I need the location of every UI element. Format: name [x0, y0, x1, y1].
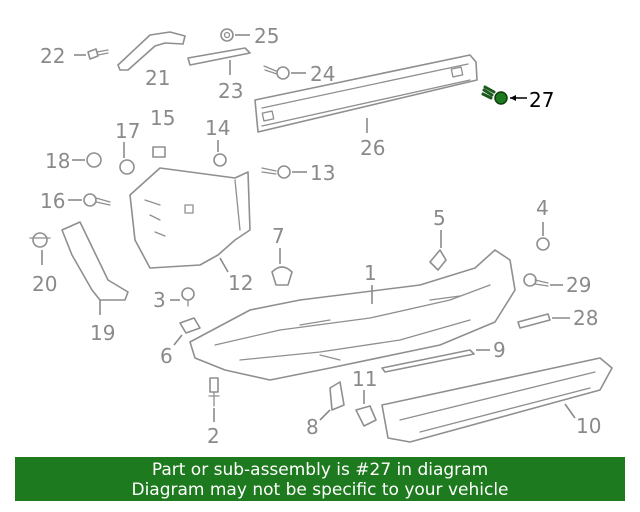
callout-21: 21 — [145, 66, 170, 90]
callout-4: 4 — [536, 196, 549, 220]
callout-5: 5 — [433, 206, 446, 230]
callout-24: 24 — [310, 62, 335, 86]
info-banner: Part or sub-assembly is #27 in diagram D… — [15, 457, 625, 501]
lower-spoiler-10-part — [381, 357, 613, 443]
callout-1: 1 — [364, 261, 377, 285]
callout-23: 23 — [218, 79, 243, 103]
callout-2: 2 — [207, 424, 220, 448]
clip-5-part — [429, 249, 447, 271]
callout-26: 26 — [360, 136, 385, 160]
callout-19: 19 — [90, 321, 115, 345]
callout-28: 28 — [573, 306, 598, 330]
bolt-22-part — [87, 48, 109, 60]
callout-18: 18 — [45, 149, 70, 173]
bolt-27-part — [481, 85, 508, 105]
reflector-28-part — [517, 313, 551, 329]
parts-diagram: 26 27 22 21 25 23 24 17 15 14 1 — [29, 24, 613, 448]
bolt-4-part — [536, 237, 550, 251]
nut-17-part — [119, 159, 135, 175]
callout-27: 27 — [529, 88, 554, 112]
bolt-2-part — [208, 377, 220, 407]
bracket-23-part — [187, 47, 251, 66]
reinforcement-bar-part — [254, 54, 478, 133]
callout-25: 25 — [254, 24, 279, 48]
bracket-6-part — [179, 317, 201, 334]
callout-14: 14 — [205, 116, 230, 140]
side-retainer-12-part — [129, 167, 251, 269]
callout-22: 22 — [40, 44, 65, 68]
callout-3: 3 — [153, 288, 166, 312]
callout-15: 15 — [150, 106, 175, 130]
clip-15-part — [152, 146, 166, 158]
callout-7: 7 — [272, 224, 285, 248]
callout-11: 11 — [352, 367, 377, 391]
callout-12: 12 — [228, 271, 253, 295]
callout-6: 6 — [160, 344, 173, 368]
callout-9: 9 — [493, 338, 506, 362]
callout-16: 16 — [40, 189, 65, 213]
grommet-18-part — [86, 152, 102, 168]
side-bracket-19-part — [61, 221, 129, 301]
bolt-16-part — [83, 193, 111, 207]
callout-10: 10 — [576, 414, 601, 438]
bumper-cover-1-part — [189, 249, 516, 381]
plug-7-part — [271, 266, 293, 286]
fastener-20-part — [29, 232, 51, 248]
callout-8: 8 — [306, 415, 319, 439]
bolt-24-part — [263, 65, 290, 80]
callout-17: 17 — [115, 119, 140, 143]
clip-14-part — [213, 153, 227, 167]
callout-29: 29 — [566, 273, 591, 297]
callout-20: 20 — [32, 272, 57, 296]
bolt-13-part — [261, 165, 291, 179]
clip-8-part — [329, 381, 345, 411]
clip-25-part — [220, 28, 234, 42]
banner-line-part-number: Part or sub-assembly is #27 in diagram — [151, 460, 489, 480]
bolt-29-part — [523, 273, 549, 287]
callout-13: 13 — [310, 161, 335, 185]
bolt-3-part — [181, 287, 195, 307]
molding-9-part — [381, 349, 475, 373]
retainer-11-part — [355, 405, 377, 427]
bracket-21-part — [117, 31, 186, 71]
banner-line-disclaimer: Diagram may not be specific to your vehi… — [131, 480, 509, 500]
